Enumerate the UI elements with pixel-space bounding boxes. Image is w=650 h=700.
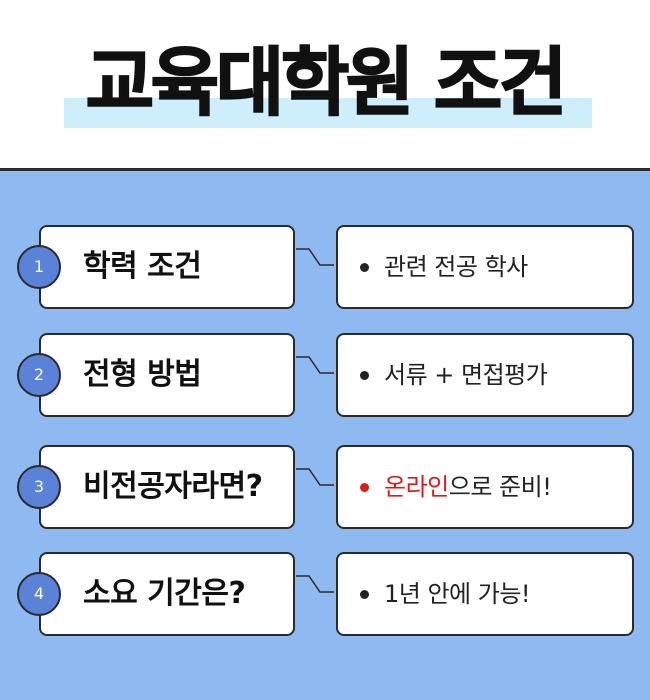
answer-highlight: 온라인: [384, 473, 449, 501]
conditions-panel: 학력 조건 1 관련 전공 학사 전형 방법 2 서류 + 면접평가 비전공자라…: [0, 171, 650, 700]
condition-row-4: 소요 기간은? 4 1년 안에 가능!: [0, 552, 650, 636]
answer-text: 서류 + 면접평가: [384, 335, 548, 415]
header: 교육대학원 조건: [0, 0, 650, 168]
answer-text: 관련 전공 학사: [384, 227, 528, 307]
question-label: 학력 조건: [83, 249, 202, 284]
answer-main: 서류 + 면접평가: [384, 361, 548, 389]
question-box: 전형 방법: [39, 333, 295, 417]
arrow-connector-icon: [296, 468, 334, 486]
answer-box: 관련 전공 학사: [336, 225, 634, 309]
condition-row-1: 학력 조건 1 관련 전공 학사: [0, 225, 650, 309]
step-number-badge: 3: [17, 465, 61, 509]
answer-main: 1년 안에 가능!: [384, 580, 531, 608]
question-label: 전형 방법: [83, 357, 202, 392]
bullet-icon: [360, 483, 369, 492]
answer-box: 온라인으로 준비!: [336, 445, 634, 529]
step-number-badge: 4: [17, 572, 61, 616]
page-title: 교육대학원 조건: [85, 39, 568, 127]
answer-box: 1년 안에 가능!: [336, 552, 634, 636]
answer-text: 온라인으로 준비!: [384, 447, 552, 527]
answer-box: 서류 + 면접평가: [336, 333, 634, 417]
bullet-icon: [360, 371, 369, 380]
question-box: 소요 기간은?: [39, 552, 295, 636]
question-label: 소요 기간은?: [83, 576, 246, 611]
step-number-badge: 1: [17, 245, 61, 289]
answer-rest: 으로 준비!: [448, 473, 552, 501]
bullet-icon: [360, 590, 369, 599]
answer-text: 1년 안에 가능!: [384, 554, 531, 634]
arrow-connector-icon: [296, 248, 334, 266]
answer-main: 관련 전공 학사: [384, 253, 528, 281]
divider: [0, 168, 650, 171]
bullet-icon: [360, 263, 369, 272]
question-label: 비전공자라면?: [83, 469, 263, 504]
arrow-connector-icon: [296, 575, 334, 593]
question-box: 학력 조건: [39, 225, 295, 309]
step-number-badge: 2: [17, 353, 61, 397]
condition-row-2: 전형 방법 2 서류 + 면접평가: [0, 333, 650, 417]
arrow-connector-icon: [296, 356, 334, 374]
title-highlight: [64, 98, 592, 128]
question-box: 비전공자라면?: [39, 445, 295, 529]
condition-row-3: 비전공자라면? 3 온라인으로 준비!: [0, 445, 650, 529]
